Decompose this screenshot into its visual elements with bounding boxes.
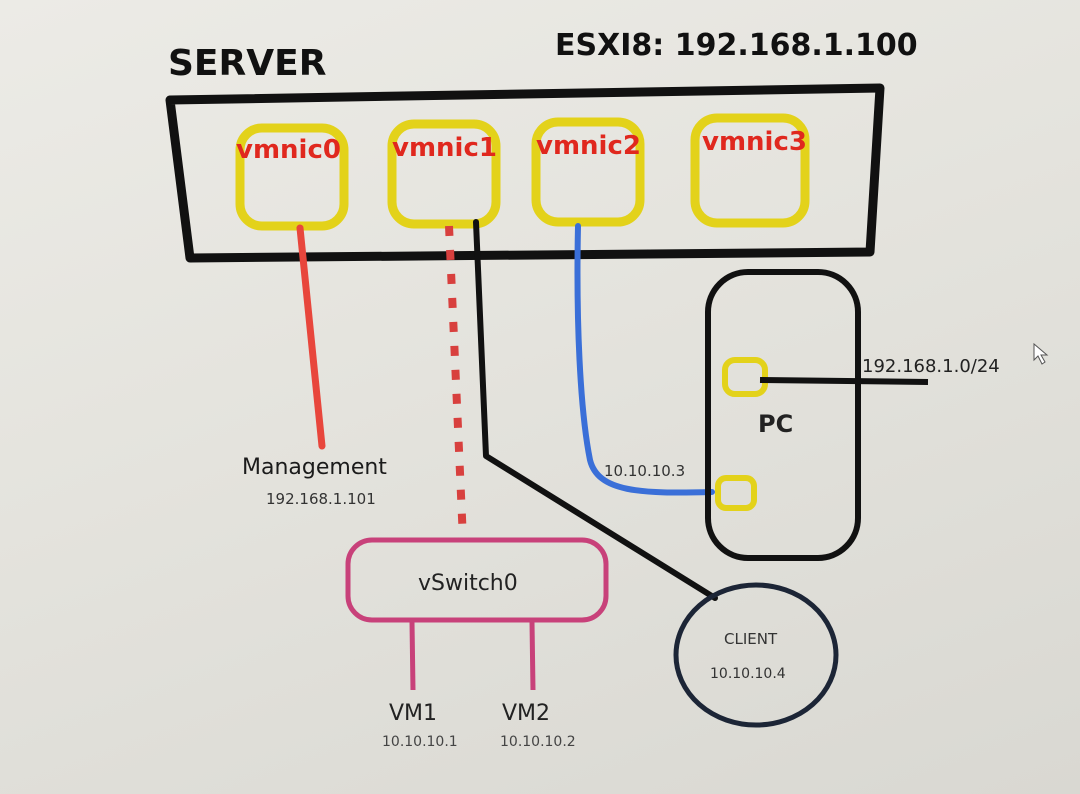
vm2-link	[529, 621, 536, 691]
client-ip: 10.10.10.4	[710, 666, 786, 682]
vm1-link	[409, 621, 416, 691]
pc-box	[705, 269, 861, 561]
vmnic2-port	[531, 117, 645, 227]
pc-port-ip: 10.10.10.3	[604, 462, 685, 480]
vm2-name: VM2	[502, 701, 550, 726]
vmnic1-port	[387, 119, 501, 229]
vswitch-uplink	[445, 225, 467, 541]
vm1-ip: 10.10.10.1	[382, 734, 458, 750]
pc-lan-subnet: 192.168.1.0/24	[862, 356, 1000, 377]
vmnic0-label: vmnic0	[236, 135, 341, 165]
vmnic1-label: vmnic1	[392, 133, 497, 163]
client-link	[473, 219, 718, 601]
management-link	[296, 224, 326, 450]
client-node	[673, 582, 839, 728]
server-box	[165, 83, 885, 263]
pc-lan-port	[722, 357, 768, 397]
vm2-ip: 10.10.10.2	[500, 734, 576, 750]
management-ip: 192.168.1.101	[266, 490, 376, 508]
mouse-cursor-icon	[1033, 342, 1049, 365]
pc-lan-link	[759, 377, 929, 385]
management-label: Management	[242, 455, 387, 480]
vmnic0-port	[235, 123, 349, 231]
server-title: SERVER	[168, 43, 326, 84]
vswitch-label: vSwitch0	[418, 571, 518, 596]
vm1-name: VM1	[389, 701, 437, 726]
pc-label: PC	[758, 410, 793, 438]
esxi-host-label: ESXI8: 192.168.1.100	[555, 28, 918, 63]
client-label: CLIENT	[724, 630, 778, 648]
vswitch-box	[345, 537, 609, 623]
vmnic2-label: vmnic2	[536, 131, 641, 161]
vmnic3-port	[690, 113, 810, 228]
vmnic3-label: vmnic3	[702, 127, 807, 157]
pc-nic-port	[715, 475, 757, 511]
pc-link	[574, 223, 715, 496]
